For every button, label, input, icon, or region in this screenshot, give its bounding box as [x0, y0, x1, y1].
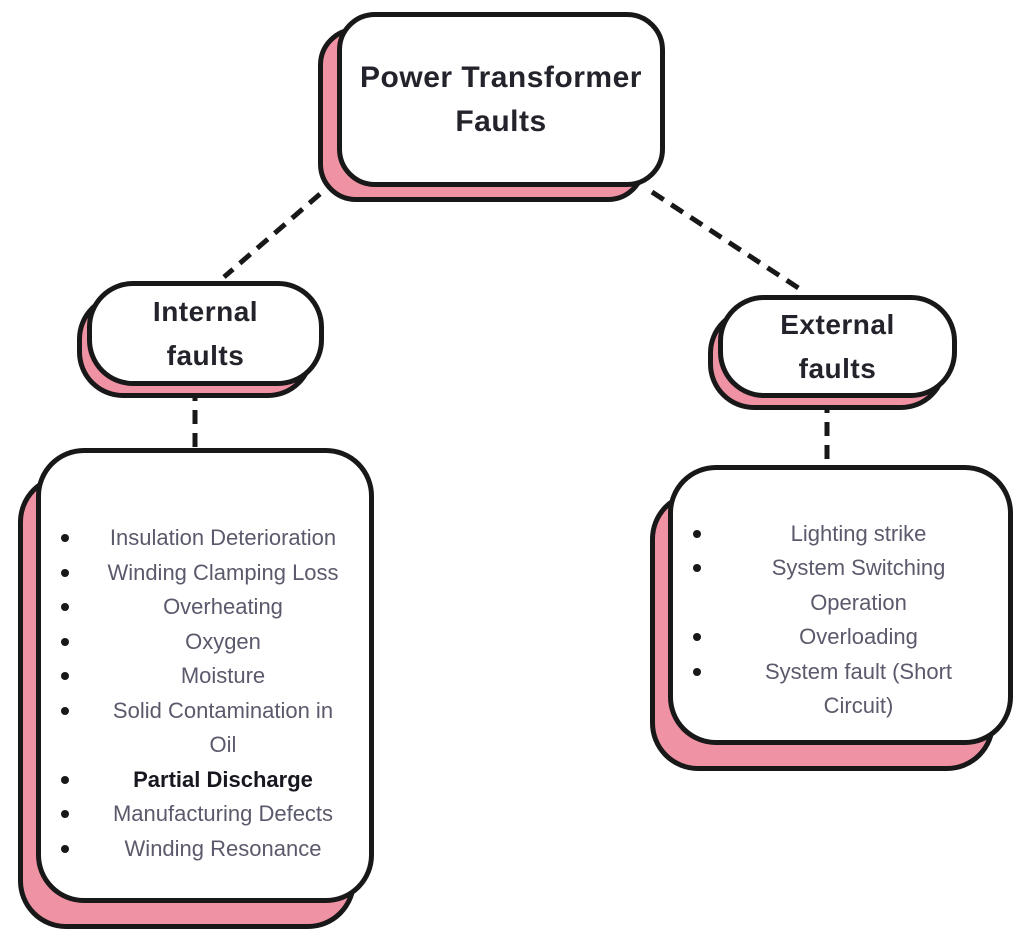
fault-item: Manufacturing Defects [61, 797, 359, 832]
fault-item: Partial Discharge [61, 763, 359, 798]
node-external-faults-list: Lighting strike System Switching Operati… [650, 465, 1013, 771]
root-node-title: Power Transformer Faults [360, 60, 642, 138]
node-face: Lighting strike System Switching Operati… [668, 465, 1013, 745]
node-internal-faults-list: Insulation Deterioration Winding Clampin… [18, 448, 374, 929]
connector-root-to-internal [222, 192, 322, 279]
fault-item: Solid Contamination in Oil [61, 694, 359, 763]
fault-item: System fault (Short Circuit) [693, 655, 998, 724]
internal-faults-title: Internal faults [152, 295, 259, 371]
fault-item: Winding Resonance [61, 832, 359, 867]
fault-item: Insulation Deterioration [61, 521, 359, 556]
fault-item: System Switching Operation [693, 551, 998, 620]
fault-item: Winding Clamping Loss [61, 556, 359, 591]
fault-item: Overloading [693, 620, 998, 655]
external-faults-title: External faults [780, 308, 895, 384]
node-external-faults: External faults [708, 295, 957, 410]
external-faults-list: Lighting strike System Switching Operati… [673, 487, 1008, 724]
node-face: External faults [718, 295, 957, 398]
node-internal-faults: Internal faults [77, 281, 324, 398]
node-face: Power Transformer Faults [337, 12, 665, 187]
connector-root-to-external [650, 189, 805, 294]
fault-item: Oxygen [61, 625, 359, 660]
fault-item: Overheating [61, 590, 359, 625]
node-power-transformer-faults: Power Transformer Faults [318, 12, 665, 202]
internal-faults-list: Insulation Deterioration Winding Clampin… [41, 485, 369, 866]
fault-item: Lighting strike [693, 517, 998, 552]
node-face: Insulation Deterioration Winding Clampin… [36, 448, 374, 903]
node-face: Internal faults [87, 281, 324, 386]
fault-item: Moisture [61, 659, 359, 694]
